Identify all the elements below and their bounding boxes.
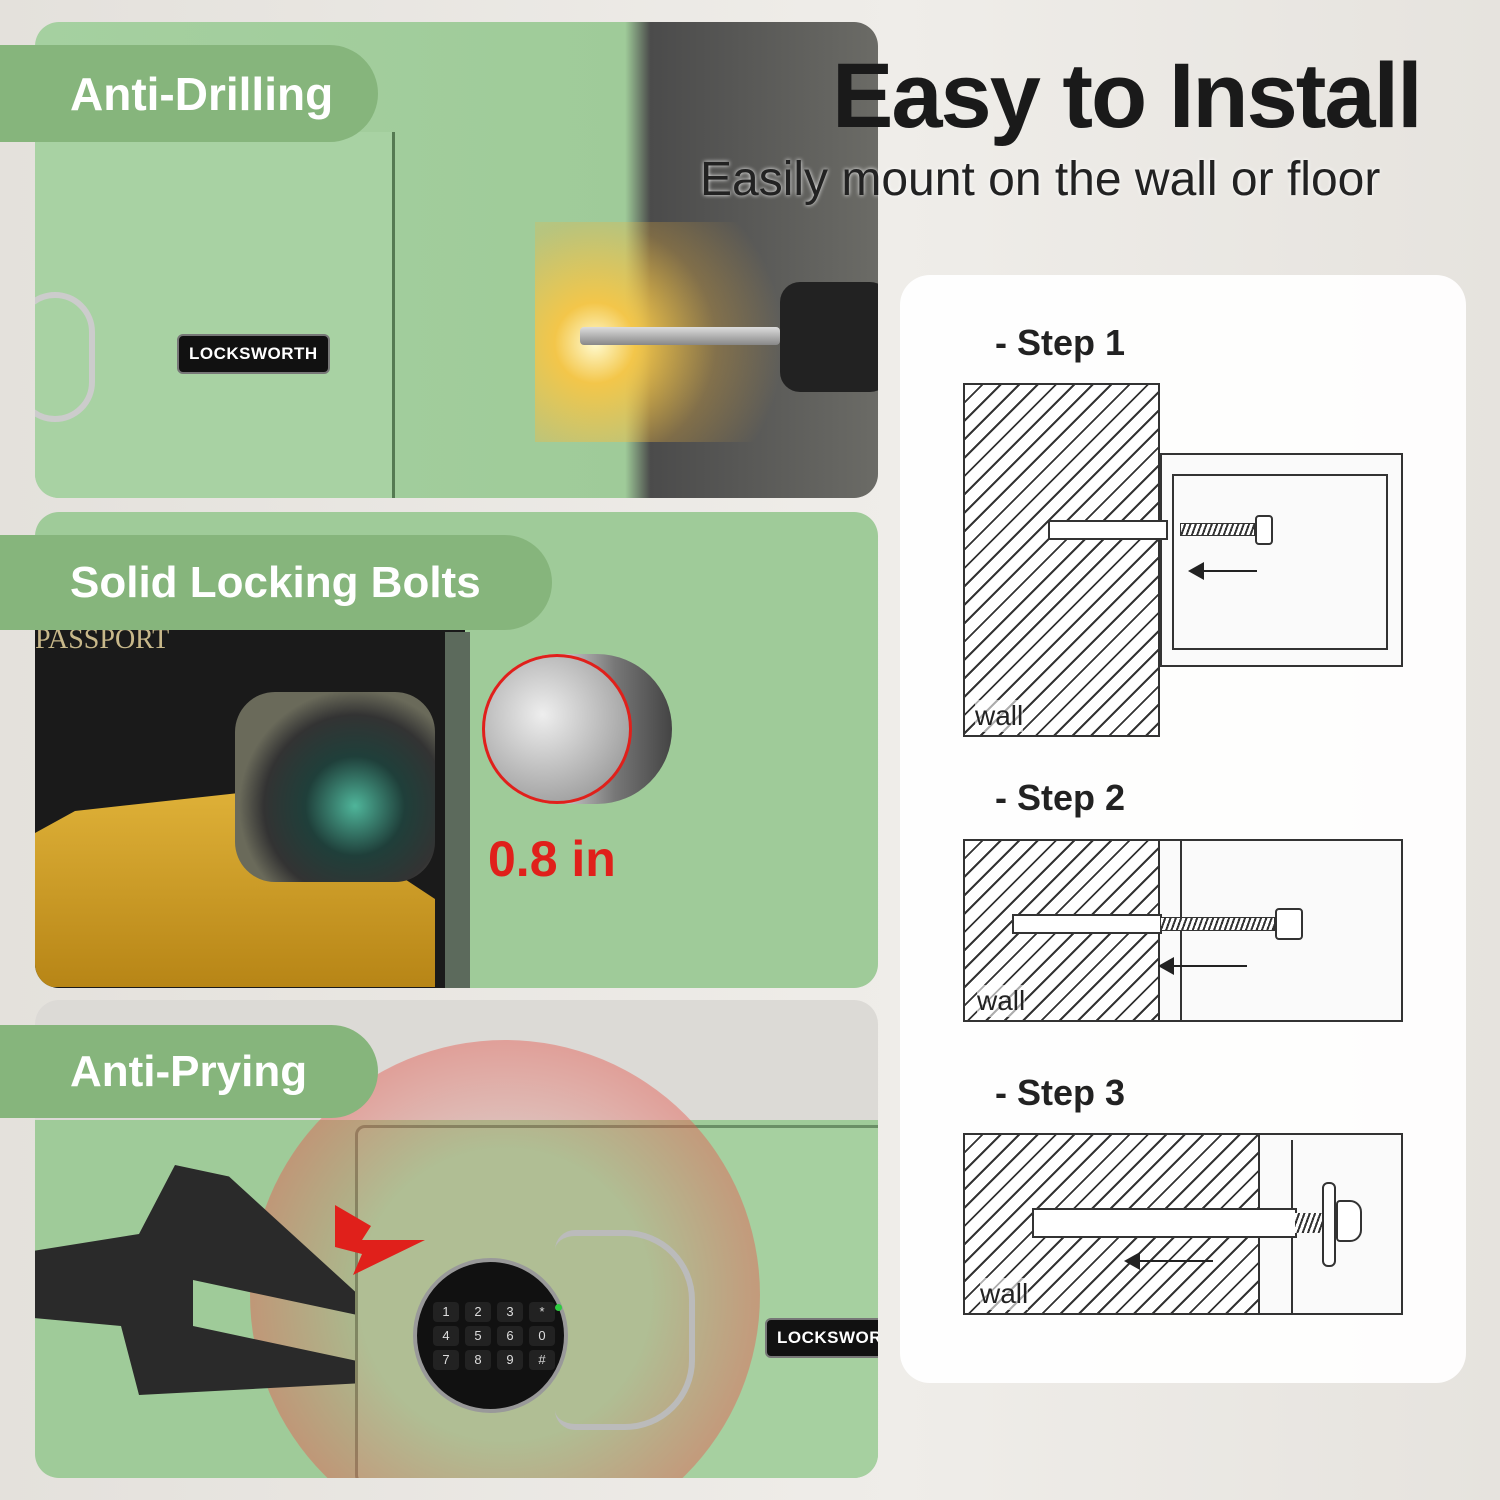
status-led xyxy=(555,1304,562,1311)
key-9[interactable]: 9 xyxy=(497,1350,523,1370)
anchor-sleeve xyxy=(1048,520,1168,540)
key-star[interactable]: * xyxy=(529,1302,555,1322)
anchor-sleeve xyxy=(1012,914,1162,934)
key-6[interactable]: 6 xyxy=(497,1326,523,1346)
screw xyxy=(1180,523,1255,536)
key-3[interactable]: 3 xyxy=(497,1302,523,1322)
screw-head xyxy=(1255,515,1273,545)
key-2[interactable]: 2 xyxy=(465,1302,491,1322)
feature-label-solid-locking-bolts: Solid Locking Bolts xyxy=(0,535,552,630)
direction-arrow-icon xyxy=(1188,562,1257,580)
step-3-label: - Step 3 xyxy=(995,1072,1126,1113)
direction-arrow-icon xyxy=(1124,1252,1213,1270)
safe-inner-diagram xyxy=(1172,474,1388,650)
wall-label: wall xyxy=(980,1278,1029,1310)
anti-drilling-panel: LOCKSWORTH xyxy=(35,22,878,498)
page-title: Easy to Install xyxy=(832,45,1423,147)
screw-head xyxy=(1336,1200,1362,1242)
wall-label: wall xyxy=(975,700,1024,732)
step-2-label: - Step 2 xyxy=(995,777,1126,818)
key-7[interactable]: 7 xyxy=(433,1350,459,1370)
door-edge xyxy=(445,632,470,988)
key-5[interactable]: 5 xyxy=(465,1326,491,1346)
key-0[interactable]: 0 xyxy=(529,1326,555,1346)
safe-door xyxy=(35,132,395,498)
wall-diagram xyxy=(963,383,1160,737)
key-1[interactable]: 1 xyxy=(433,1302,459,1322)
key-hash[interactable]: # xyxy=(529,1350,555,1370)
keypad-lock: 1 2 3 * 4 5 6 0 7 8 9 # xyxy=(413,1258,568,1413)
anchor-sleeve xyxy=(1032,1208,1297,1238)
feature-label-anti-drilling: Anti-Drilling xyxy=(0,45,378,142)
screw xyxy=(1295,1213,1325,1233)
drill-chuck xyxy=(780,282,878,392)
wall-label: wall xyxy=(977,985,1026,1017)
feature-label-anti-prying: Anti-Prying xyxy=(0,1025,378,1118)
brand-badge: LOCKSWORTH xyxy=(177,334,330,374)
camera xyxy=(235,692,435,882)
page-subtitle: Easily mount on the wall or floor xyxy=(700,153,1381,206)
safe-handle xyxy=(555,1230,695,1430)
bolt-measurement: 0.8 in xyxy=(488,831,616,887)
key-8[interactable]: 8 xyxy=(465,1350,491,1370)
bolt-face xyxy=(482,654,632,804)
drill-bit xyxy=(580,327,780,345)
direction-arrow-icon xyxy=(1158,957,1247,975)
screw-washer xyxy=(1322,1182,1336,1267)
screw-head xyxy=(1275,908,1303,940)
keypad: 1 2 3 * 4 5 6 0 7 8 9 # xyxy=(433,1302,555,1370)
screw xyxy=(1160,917,1275,931)
key-4[interactable]: 4 xyxy=(433,1326,459,1346)
step-1-label: - Step 1 xyxy=(995,322,1126,363)
safe-handle xyxy=(35,292,95,422)
brand-badge: LOCKSWORT xyxy=(765,1318,878,1358)
